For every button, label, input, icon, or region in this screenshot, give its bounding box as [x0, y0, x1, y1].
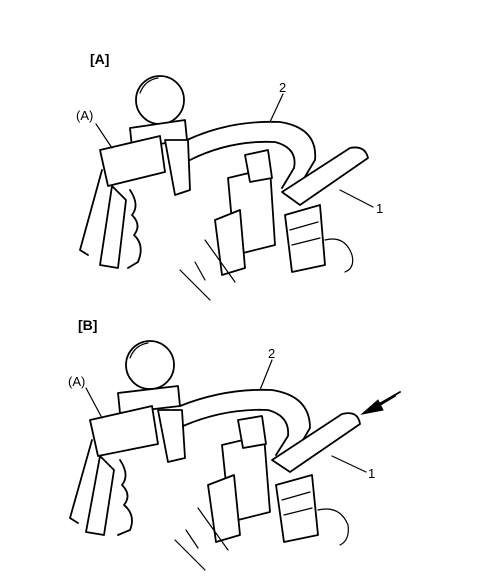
hose-a — [186, 120, 317, 186]
pump-grip-b — [117, 459, 133, 536]
tube-a — [281, 146, 369, 206]
hose-b — [179, 388, 311, 453]
connector-b — [275, 474, 319, 543]
panel-b: [B] — [68, 317, 401, 571]
vacuum-pump-a — [79, 75, 191, 269]
pump-body-a — [99, 135, 166, 187]
pump-handle-front-a — [99, 185, 127, 269]
solenoid-assembly-a — [179, 149, 354, 301]
callout-tube-a: 1 — [376, 201, 383, 216]
solenoid-assembly-b — [174, 415, 349, 571]
vacuum-gauge-b — [125, 340, 175, 390]
connector-a — [284, 204, 326, 273]
callout-tool-b: (A) — [68, 374, 85, 389]
vacuum-pump-b — [69, 340, 186, 536]
panel-a: [A] — [76, 51, 383, 301]
airflow-arrow — [360, 391, 401, 415]
vacuum-gauge-a — [135, 75, 185, 125]
pump-grip-a — [127, 189, 142, 269]
callout-hose-b: 2 — [268, 346, 275, 361]
panel-b-label: [B] — [78, 317, 97, 333]
callout-hose-a: 2 — [279, 80, 286, 95]
tube-b — [271, 412, 361, 473]
callout-tool-a: (A) — [76, 108, 93, 123]
callout-tube-b: 1 — [368, 466, 375, 481]
pump-handle-front-b — [85, 455, 115, 536]
pump-body-b — [89, 405, 159, 457]
panel-a-label: [A] — [90, 51, 109, 67]
